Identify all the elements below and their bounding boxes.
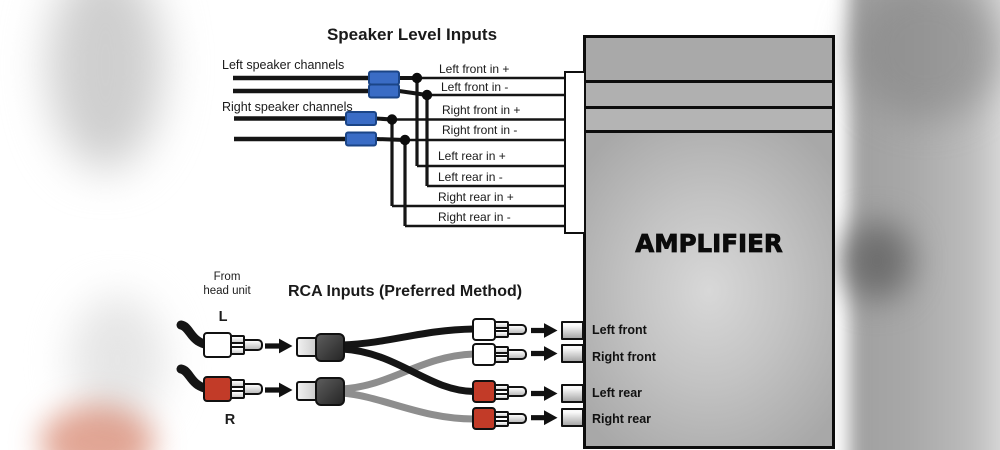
blue-wire-connectors xyxy=(345,70,400,147)
wire-label-left-front-minus: Left front in - xyxy=(441,79,509,94)
wire-label-right-rear-plus: Right rear in + xyxy=(438,189,514,204)
amp-band-2 xyxy=(586,109,832,133)
amp-input-label-right-rear: Right rear xyxy=(592,412,652,426)
right-speaker-channels-label: Right speaker channels xyxy=(222,99,353,114)
left-channel-cables xyxy=(338,325,478,395)
right-blur-blob-top xyxy=(852,0,1000,120)
rca-collar xyxy=(494,330,509,338)
rca-collar xyxy=(494,419,509,427)
rca-collar xyxy=(494,321,509,329)
branch-drop-lines xyxy=(390,78,429,226)
rca-collar xyxy=(494,383,509,391)
amp-input-label-left-rear: Left rear xyxy=(592,386,643,400)
right-channel-cables xyxy=(338,350,478,423)
arrow-right-icon xyxy=(531,410,558,426)
rca-plug-right-front xyxy=(472,342,496,366)
splitter-body-right xyxy=(315,376,345,406)
rca-section-title: RCA Inputs (Preferred Method) xyxy=(288,283,523,300)
wire-label-left-rear-plus: Left rear in + xyxy=(438,149,506,163)
rca-pin xyxy=(507,386,527,397)
speaker-level-connector-strip xyxy=(564,71,586,234)
arrow-right-icon xyxy=(265,382,293,398)
wire-label-left-rear-minus: Left rear in - xyxy=(438,169,503,184)
right-blur-blob-dark xyxy=(842,222,912,300)
rca-plug-left-rear xyxy=(472,380,496,403)
left-blur-blob-gray2 xyxy=(70,295,165,425)
rca-plug-right-red xyxy=(203,376,232,402)
arrow-right-icon xyxy=(531,323,558,338)
wire-label-left-front-plus: Left front in + xyxy=(439,62,510,76)
rca-pin xyxy=(507,323,527,335)
arrow-right-icon xyxy=(531,346,558,361)
amp-top-panel xyxy=(586,38,832,83)
rca-pin xyxy=(507,413,527,424)
speaker-section-title: Speaker Level Inputs xyxy=(326,25,498,44)
wire-label-right-rear-minus: Right rear in - xyxy=(438,210,511,224)
amp-input-label-left-front: Left front xyxy=(592,323,647,337)
amplifier-box xyxy=(583,35,835,449)
rca-plug-right-rear xyxy=(472,407,496,430)
junction-dots xyxy=(386,72,433,146)
connector-stubs xyxy=(375,76,428,142)
amp-band-1 xyxy=(586,82,832,109)
from-head-unit-line1: From xyxy=(213,271,241,283)
rca-pin xyxy=(507,348,527,360)
rca-collar xyxy=(494,392,509,400)
rca-pin xyxy=(243,383,263,395)
from-head-unit-label: From head unit xyxy=(190,271,264,298)
amp-jack-right-rear xyxy=(561,408,584,427)
rca-collar xyxy=(494,410,509,418)
amp-input-label-right-front: Right front xyxy=(592,349,656,364)
arrow-right-icon xyxy=(265,338,293,354)
rca-plug-left-front xyxy=(472,317,496,341)
rca-collar xyxy=(494,346,509,354)
left-speaker-channels-label: Left speaker channels xyxy=(222,58,345,72)
wire-label-right-front-plus: Right front in + xyxy=(442,102,521,117)
from-head-unit-line2: head unit xyxy=(203,284,251,297)
left-plug-letter: L xyxy=(218,309,228,325)
amplifier-label: AMPLIFIER xyxy=(635,229,783,259)
arrow-right-icon xyxy=(531,386,558,401)
right-plug-letter: R xyxy=(224,412,236,428)
amp-jack-right-front xyxy=(561,344,584,363)
rca-pin xyxy=(243,339,263,351)
amp-jack-left-front xyxy=(561,321,584,340)
left-blur-blob-gray xyxy=(48,0,163,170)
rca-collar xyxy=(494,355,509,363)
wire-label-right-front-minus: Right front in - xyxy=(442,123,518,137)
amp-jack-left-rear xyxy=(561,384,584,403)
rca-plug-left-white xyxy=(203,332,232,358)
splitter-body-left xyxy=(315,332,345,362)
